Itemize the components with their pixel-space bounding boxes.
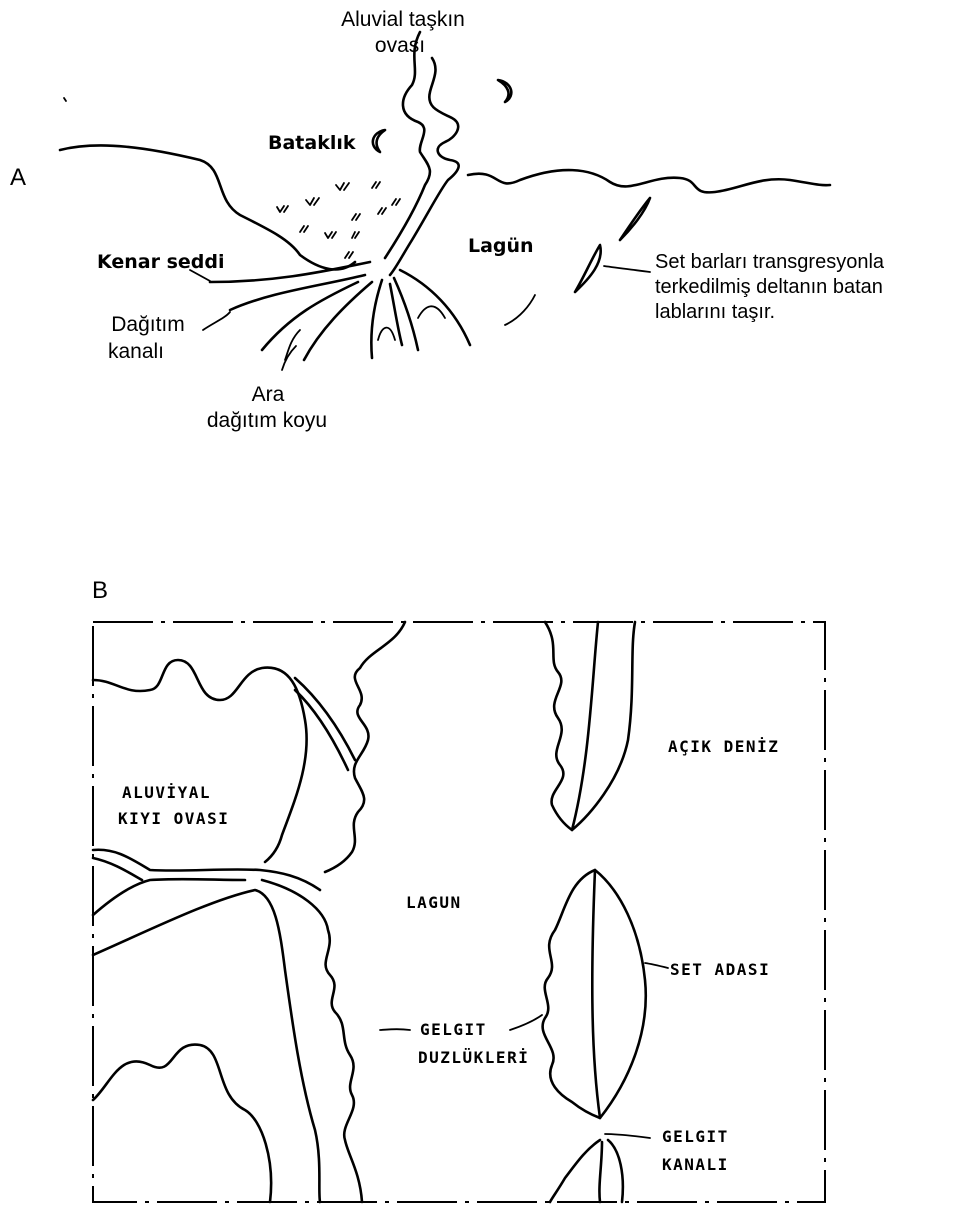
label-levee: Kenar seddi [97, 251, 225, 273]
panel-a-letter: A [10, 164, 26, 191]
label-alluvial-plain-2: ovası [375, 34, 425, 57]
label-tidal-flats-2: DUZLÜKLERİ [418, 1048, 529, 1067]
tidal-channel-west [550, 1140, 600, 1202]
label-tidal-channel-2: KANALI [662, 1155, 729, 1174]
label-bay-2: dağıtım koyu [207, 409, 327, 432]
mainland-inner-lobe [93, 1045, 271, 1202]
main-river-east-bank [390, 58, 459, 275]
distributary-5 [371, 280, 382, 358]
label-lagoon-b: LAGUN [406, 893, 462, 912]
oxbow-lake-2 [373, 130, 385, 152]
interdistributary-lobe-2 [378, 328, 395, 340]
label-alluvial-coastal-1: ALUVİYAL [122, 783, 211, 802]
tidal-channel-arrow [605, 1134, 650, 1138]
barrier-bar-2 [575, 245, 601, 292]
tidal-flats-upper-right [545, 622, 572, 830]
barrier-bar-1 [620, 198, 650, 240]
stray-mark [64, 98, 66, 101]
label-alluvial-coastal-2: KIYI OVASI [118, 809, 229, 828]
label-barrier-3: lablarını taşır. [655, 301, 775, 323]
label-tidal-flats-1: GELGIT [420, 1020, 487, 1039]
tidal-flat-arrow-2 [510, 1015, 542, 1030]
tidal-flats-mid-left [262, 880, 362, 1202]
label-barrier-island: SET ADASI [670, 960, 770, 979]
barrier-island-lower [592, 870, 645, 1118]
tidal-channel-east [599, 1142, 602, 1202]
oxbow-lake-1 [498, 80, 511, 102]
distributary-4 [304, 282, 372, 360]
main-river-west-bank [385, 32, 430, 258]
barrier-island-upper [572, 622, 635, 830]
label-tidal-channel-1: GELGIT [662, 1127, 729, 1146]
label-barrier-2: terkedilmiş deltanın batan [655, 276, 883, 298]
panel-b-letter: B [92, 577, 108, 604]
interdistributary-lobe-1 [418, 306, 445, 318]
alluvial-plain-boundary [93, 660, 307, 862]
mainland-right-edge [608, 1140, 623, 1202]
label-channel-2: kanalı [108, 340, 164, 363]
distributary-6 [394, 278, 418, 350]
coastline-east [468, 170, 830, 192]
channel-arrow [203, 312, 230, 330]
marsh-vegetation [277, 182, 400, 258]
label-bay-1: Ara [252, 383, 285, 406]
lower-river-bank-south [93, 879, 245, 915]
interdistributary-bay-mark [285, 330, 300, 360]
label-open-sea: AÇIK DENİZ [668, 737, 779, 756]
label-lagoon: Lagün [468, 235, 534, 257]
submerged-bar-mark [505, 295, 535, 325]
alluvial-river-channel-2 [295, 690, 348, 770]
panel-b: B [92, 577, 825, 1202]
distributary-3 [262, 282, 358, 350]
lower-river-bank-north [93, 850, 320, 890]
label-marsh: Bataklık [268, 132, 356, 154]
label-channel-1: Dağıtım [111, 313, 185, 336]
mainland-lower-boundary [93, 890, 320, 1202]
barrier-arrow [604, 266, 650, 272]
label-alluvial-plain-1: Aluvial taşkın [341, 8, 465, 31]
label-barrier-1: Set barları transgresyonla [655, 251, 885, 273]
tidal-flat-arrow-1 [380, 1029, 410, 1030]
set-adasi-arrow [645, 963, 668, 968]
panel-b-frame [93, 622, 825, 1202]
